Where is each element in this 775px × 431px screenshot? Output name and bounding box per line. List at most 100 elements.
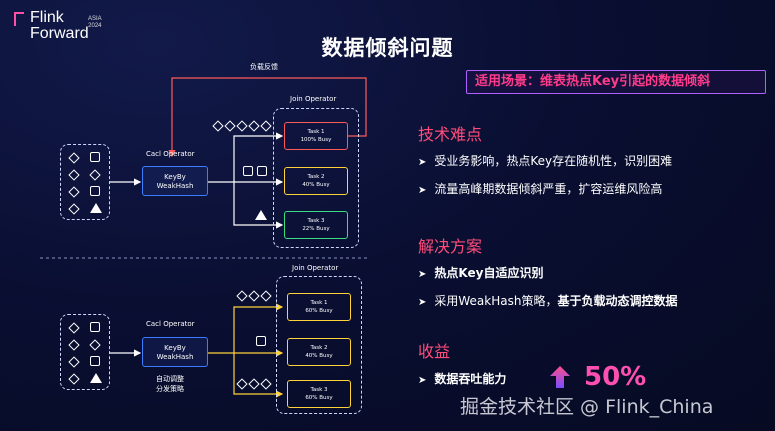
calc-operator-label-bottom: Cacl Operator bbox=[146, 320, 195, 328]
square-icon bbox=[243, 166, 253, 176]
task1-top: Task 1 100% Busy bbox=[284, 122, 348, 150]
difficulty-item-1-text: 受业务影响，热点Key存在随机性，识别困难 bbox=[434, 154, 673, 168]
flink-forward-logo: Flink Forward ASIA 2024 bbox=[14, 9, 102, 42]
difficulty-item-2: ➤ 流量高峰期数据倾斜严重，扩容运维风险高 bbox=[418, 180, 662, 197]
diamond-icon bbox=[236, 120, 248, 132]
scenario-banner: 适用场景：维表热点Key引起的数据倾斜 bbox=[466, 70, 766, 94]
task-load: 40% Busy bbox=[302, 182, 330, 188]
solution-item-1: ➤ 热点Key自适应识别 bbox=[418, 264, 543, 281]
weakhash-label: WeakHash bbox=[156, 182, 194, 190]
benefit-heading: 收益 bbox=[418, 342, 451, 361]
solution-item-2-plain: 采用WeakHash策略， bbox=[434, 294, 558, 308]
benefit-value: 50% bbox=[584, 362, 647, 392]
keyby-box-top: KeyBy WeakHash bbox=[142, 166, 208, 196]
square-icon bbox=[90, 322, 100, 332]
task-name: Task 1 bbox=[307, 129, 325, 135]
watermark: 掘金技术社区 @ Flink_China bbox=[460, 396, 714, 418]
diamond-icon bbox=[68, 373, 80, 385]
logo-sub-asia: ASIA bbox=[88, 16, 102, 22]
diamond-icon bbox=[224, 120, 236, 132]
difficulty-item-1: ➤ 受业务影响，热点Key存在随机性，识别困难 bbox=[418, 152, 672, 169]
arrow-right-icon: ➤ bbox=[418, 157, 427, 168]
task1-bottom: Task 1 60% Busy bbox=[287, 293, 351, 321]
up-arrow-icon bbox=[550, 366, 570, 388]
diamond-icon bbox=[68, 169, 80, 181]
task-name: Task 3 bbox=[307, 218, 325, 224]
diamond-icon bbox=[89, 339, 101, 351]
arrow-right-icon: ➤ bbox=[418, 185, 427, 196]
diamond-icon bbox=[68, 322, 80, 334]
logo-line2: Forward bbox=[30, 25, 89, 42]
triangle-icon bbox=[255, 210, 267, 220]
diamond-icon bbox=[68, 356, 80, 368]
keyby-box-bottom: KeyBy WeakHash bbox=[142, 337, 208, 367]
diamond-icon bbox=[68, 203, 80, 215]
arrow-right-icon: ➤ bbox=[418, 375, 427, 386]
solution-item-2: ➤ 采用WeakHash策略，基于负载动态调控数据 bbox=[418, 292, 678, 309]
input-records-bottom bbox=[60, 314, 110, 390]
task-name: Task 2 bbox=[310, 345, 328, 351]
diamond-icon bbox=[68, 152, 80, 164]
join-operator-top bbox=[273, 108, 359, 248]
logo-line1: Flink bbox=[30, 9, 64, 26]
triangle-icon bbox=[90, 373, 102, 383]
join-operator-bottom bbox=[276, 276, 362, 414]
task-load: 60% Busy bbox=[305, 395, 333, 401]
task2-top: Task 2 40% Busy bbox=[284, 167, 348, 195]
task-load: 22% Busy bbox=[302, 226, 330, 232]
task-name: Task 2 bbox=[307, 174, 325, 180]
diamond-icon bbox=[260, 290, 272, 302]
task2-bottom: Task 2 40% Busy bbox=[287, 338, 351, 366]
task3-bottom: Task 3 60% Busy bbox=[287, 380, 351, 408]
solution-item-2-bold: 基于负载动态调控数据 bbox=[557, 294, 678, 308]
feedback-label: 负载反馈 bbox=[250, 63, 278, 71]
queue-task3-bottom bbox=[236, 378, 276, 390]
logo-sub-year: 2024 bbox=[88, 23, 102, 29]
join-operator-label-top: Join Operator bbox=[290, 95, 337, 103]
queue-task1-top bbox=[212, 120, 272, 132]
diamond-icon bbox=[68, 339, 80, 351]
task-name: Task 3 bbox=[310, 387, 328, 393]
diamond-icon bbox=[236, 378, 248, 390]
diamond-icon bbox=[89, 169, 101, 181]
square-icon bbox=[257, 166, 267, 176]
diamond-icon bbox=[212, 120, 224, 132]
diamond-icon bbox=[68, 186, 80, 198]
diamond-icon bbox=[260, 378, 272, 390]
task-load: 60% Busy bbox=[305, 308, 333, 314]
benefit-item: ➤ 数据吞吐能力 bbox=[418, 370, 506, 387]
keyby-label: KeyBy bbox=[164, 344, 186, 352]
task-load: 100% Busy bbox=[300, 137, 332, 143]
square-icon bbox=[90, 152, 100, 162]
queue-task2-top bbox=[243, 166, 273, 178]
logo-mark-icon bbox=[14, 12, 24, 26]
difficulty-item-2-text: 流量高峰期数据倾斜严重，扩容运维风险高 bbox=[434, 182, 663, 196]
keyby-label: KeyBy bbox=[164, 173, 186, 181]
input-records-top bbox=[60, 144, 110, 220]
square-icon bbox=[90, 356, 100, 366]
square-icon bbox=[90, 186, 100, 196]
auto-adjust-line1: 自动调整 bbox=[156, 375, 184, 383]
arrow-right-icon: ➤ bbox=[418, 269, 427, 280]
auto-adjust-label: 自动调整 分发策略 bbox=[156, 374, 184, 394]
logo-sub: ASIA 2024 bbox=[88, 16, 102, 30]
solution-item-1-text: 热点Key自适应识别 bbox=[434, 266, 544, 280]
page-title: 数据倾斜问题 bbox=[321, 36, 454, 60]
solution-heading: 解决方案 bbox=[418, 237, 483, 256]
task-name: Task 1 bbox=[310, 300, 328, 306]
join-operator-label-bottom: Join Operator bbox=[292, 264, 339, 272]
task3-top: Task 3 22% Busy bbox=[284, 211, 348, 239]
task-load: 40% Busy bbox=[305, 353, 333, 359]
calc-operator-label-top: Cacl Operator bbox=[146, 150, 195, 158]
arrow-right-icon: ➤ bbox=[418, 297, 427, 308]
difficulty-heading: 技术难点 bbox=[418, 125, 483, 144]
square-icon bbox=[256, 336, 266, 346]
benefit-item-text: 数据吞吐能力 bbox=[434, 372, 507, 386]
diamond-icon bbox=[260, 120, 272, 132]
weakhash-label: WeakHash bbox=[156, 353, 194, 361]
diamond-icon bbox=[248, 290, 260, 302]
triangle-icon bbox=[90, 203, 102, 213]
diamond-icon bbox=[248, 378, 260, 390]
diamond-icon bbox=[248, 120, 260, 132]
